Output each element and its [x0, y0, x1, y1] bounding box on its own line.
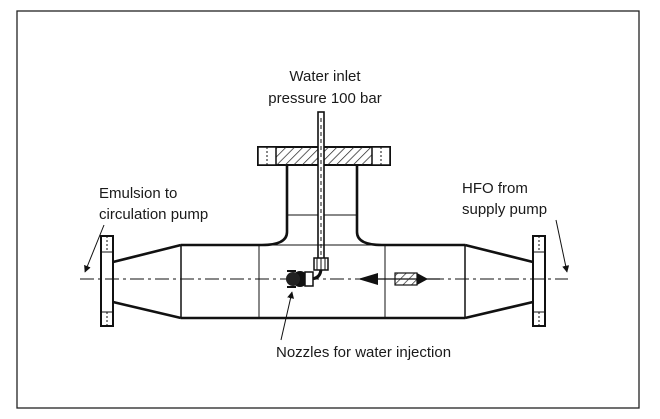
water-inlet-label-line2: pressure 100 bar	[268, 90, 381, 107]
left-flange	[100, 235, 114, 327]
water-inlet-label-line1: Water inlet	[289, 68, 361, 85]
emulsion-leader-arrow	[84, 224, 105, 273]
emulsion-label-line1: Emulsion to	[99, 185, 177, 202]
main-pipe	[112, 243, 534, 320]
hfo-label-line1: HFO from	[462, 180, 528, 197]
flow-direction-arrow	[358, 272, 440, 286]
nozzles-leader-arrow	[280, 291, 295, 341]
hfo-label-line2: supply pump	[462, 201, 547, 218]
figure-frame	[16, 10, 640, 409]
hfo-leader-arrow	[555, 219, 570, 273]
nozzles-label: Nozzles for water injection	[276, 344, 451, 361]
emulsion-label-line2: circulation pump	[99, 206, 208, 223]
water-inlet-rod	[317, 111, 325, 261]
hfo-label: HFO from supply pump	[462, 180, 547, 218]
water-inlet-label: Water inlet pressure 100 bar	[268, 68, 381, 107]
right-flange	[532, 235, 546, 327]
emulsion-label: Emulsion to circulation pump	[99, 185, 208, 223]
nozzle-assembly	[286, 257, 329, 288]
